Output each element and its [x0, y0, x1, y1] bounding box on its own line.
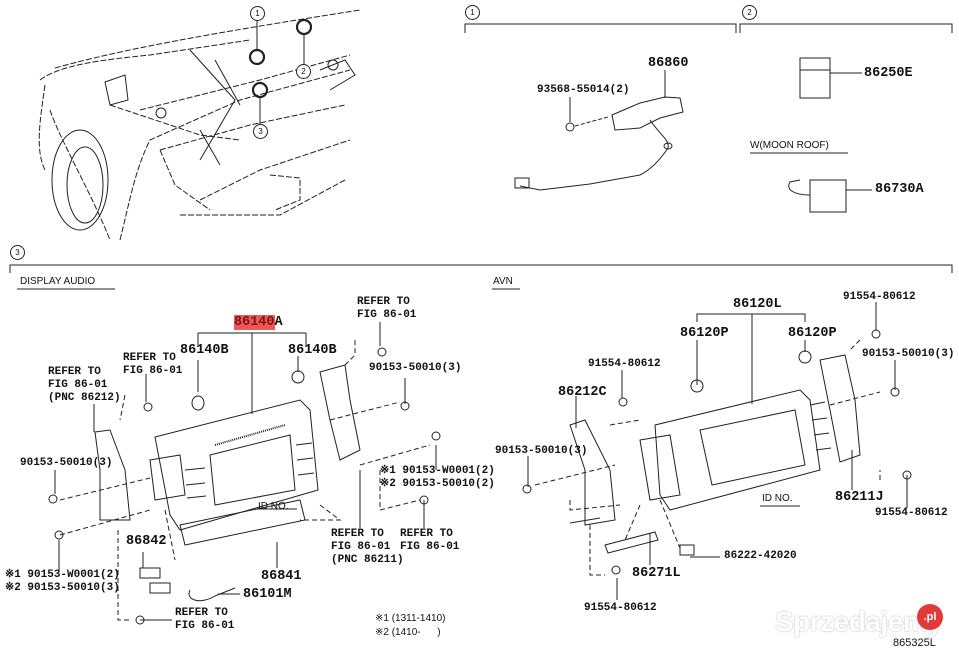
location-ring-3	[251, 81, 269, 99]
part-label-86101M: 86101M	[243, 587, 292, 602]
refer-fig-bottom-line1: REFER TO	[175, 607, 228, 619]
overview-callout-2: 2	[296, 64, 311, 79]
part-label-90153-50010-right: 90153-50010(3)	[369, 362, 462, 374]
part-label-86211J: 86211J	[835, 490, 884, 505]
highlighted-part-number: 86140	[234, 315, 275, 330]
id-no-label-display-audio: ID NO.	[258, 501, 289, 512]
avn-knobs	[690, 350, 812, 393]
id-no-label-avn: ID NO.	[762, 493, 793, 504]
part-label-90153-50010-left: 90153-50010(3)	[20, 457, 113, 469]
section-3-callout: 3	[10, 245, 25, 260]
note-left-w0001: ※1 90153-W0001(2)	[5, 569, 120, 581]
refer-fig-top-right-line2: FIG 86-01	[357, 309, 417, 321]
refer-fig-pnc86211-line1: REFER TO	[331, 528, 384, 540]
part-label-86120L: 86120L	[733, 297, 782, 312]
avn-brackets-drawing	[569, 354, 861, 556]
part-label-86120P-left: 86120P	[680, 326, 729, 341]
refer-fig-pnc86211-line2: FIG 86-01	[331, 541, 391, 553]
part-label-86140B-left: 86140B	[180, 343, 229, 358]
location-ring-1	[248, 48, 266, 66]
location-ring-2	[295, 18, 313, 36]
part-label-86842: 86842	[126, 534, 167, 549]
part-label-93568-55014: 93568-55014(2)	[537, 84, 630, 96]
part-label-86860: 86860	[648, 56, 689, 71]
display-audio-screws	[48, 347, 441, 625]
display-audio-dashed-guides	[59, 340, 431, 621]
figure-number: 865325L	[893, 637, 936, 649]
avn-dashed-guides	[534, 339, 881, 576]
note-right-w0001: ※1 90153-W0001(2)	[380, 465, 495, 477]
refer-fig-left-mid-line2: FIG 86-01	[123, 365, 183, 377]
part-label-86271L: 86271L	[632, 566, 681, 581]
overview-callout-3: 3	[253, 124, 268, 139]
overview-callout-1: 1	[250, 6, 265, 21]
vent-circle	[327, 59, 339, 71]
section-2-callout: 2	[742, 5, 757, 20]
part-label-91554-80612-top-right: 91554-80612	[843, 291, 916, 303]
refer-fig-bottom-line2: FIG 86-01	[175, 620, 235, 632]
vent-circle	[155, 107, 167, 119]
watermark-text: Sprzedajemy	[775, 606, 943, 637]
part-label-86140B-right: 86140B	[288, 343, 337, 358]
refer-fig-pnc86212-line2: FIG 86-01	[48, 379, 108, 391]
bracket-86860-drawing	[514, 70, 684, 191]
part-label-90153-50010-avn-right: 90153-50010(3)	[862, 348, 955, 360]
part-label-86140A: 86140A	[234, 315, 283, 330]
refer-fig-pnc86212-line1: REFER TO	[48, 366, 101, 378]
part-label-91554-80612-left: 91554-80612	[588, 358, 661, 370]
display-audio-unit-drawing	[149, 399, 319, 531]
moon-roof-heading: W(MOON ROOF)	[750, 140, 829, 151]
avn-leader-lines	[527, 302, 908, 600]
part-suffix: A	[274, 315, 283, 330]
avn-unit-drawing	[639, 389, 832, 511]
avn-screws	[522, 329, 912, 575]
section-2-bracket-line	[739, 23, 953, 33]
legend-note-1: ※1 (1311-1410)	[375, 613, 446, 624]
refer-fig-bottom-right-line2: FIG 86-01	[400, 541, 460, 553]
legend-note-2: ※2 (1410- )	[375, 627, 441, 638]
display-audio-brackets-drawing	[94, 364, 361, 602]
part-label-90153-50010-avn-left: 90153-50010(3)	[495, 445, 588, 457]
note-right-50010: ※2 90153-50010(2)	[380, 478, 495, 490]
display-audio-heading: DISPLAY AUDIO	[20, 276, 96, 287]
part-label-86212C: 86212C	[558, 385, 607, 400]
part-label-86841: 86841	[261, 569, 302, 584]
refer-fig-pnc86212-line3: (PNC 86212)	[48, 392, 121, 404]
avn-heading: AVN	[493, 276, 513, 287]
refer-fig-bottom-right-line1: REFER TO	[400, 528, 453, 540]
section-3-bracket-line	[9, 264, 953, 273]
section-1-bracket-line	[464, 23, 737, 33]
display-audio-knobs	[191, 370, 305, 411]
refer-fig-pnc86211-line3: (PNC 86211)	[331, 554, 404, 566]
display-audio-leader-lines	[54, 322, 437, 621]
refer-fig-left-mid-line1: REFER TO	[123, 352, 176, 364]
unit-86250E-drawing	[799, 57, 862, 99]
note-left-50010: ※2 90153-50010(3)	[5, 582, 120, 594]
dashboard-overview-solid	[51, 49, 356, 231]
part-label-86120P-right: 86120P	[788, 326, 837, 341]
dashboard-overview-drawing	[38, 9, 361, 241]
part-label-86250E: 86250E	[864, 66, 913, 81]
watermark-badge: .pl	[917, 604, 943, 630]
part-label-86222-42020: 86222-42020	[724, 550, 797, 562]
part-label-86730A: 86730A	[875, 182, 924, 197]
part-label-91554-80612-bottom: 91554-80612	[584, 602, 657, 614]
unit-86730A-drawing	[788, 179, 872, 213]
section-1-callout: 1	[465, 5, 480, 20]
refer-fig-top-right-line1: REFER TO	[357, 296, 410, 308]
part-label-91554-80612-right: 91554-80612	[875, 507, 948, 519]
